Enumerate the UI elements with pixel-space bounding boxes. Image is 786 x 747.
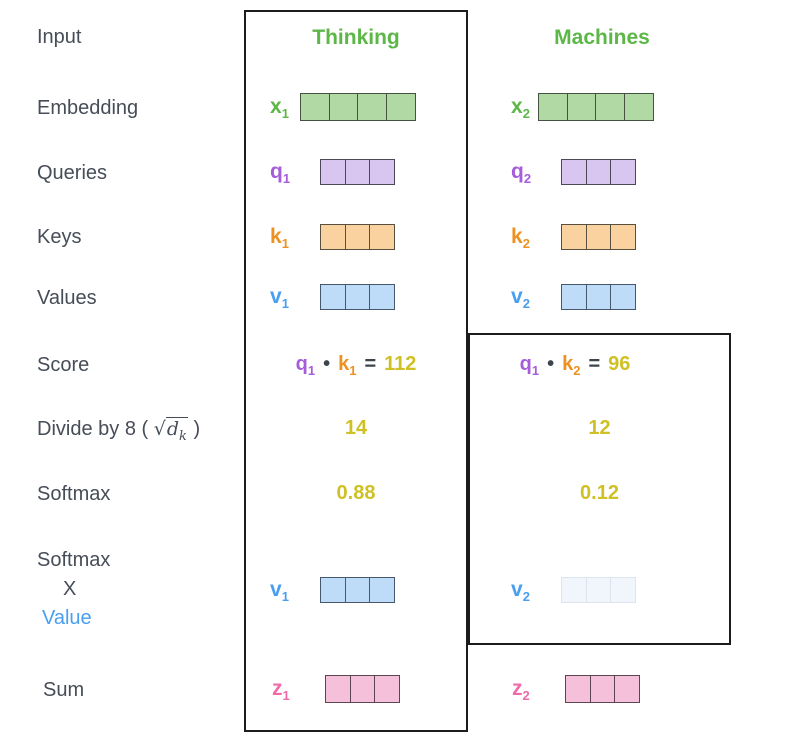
vector-cell	[538, 93, 568, 121]
equals-symbol: =	[364, 353, 377, 375]
score-value-machines: 96	[608, 353, 631, 375]
vector-cell	[328, 93, 359, 121]
dot-product-symbol: •	[323, 353, 331, 375]
vector-cell	[595, 93, 625, 121]
vector-cell	[610, 577, 636, 603]
vector-cell	[369, 577, 395, 603]
vector-cell	[585, 284, 612, 310]
score-k1-term: k1	[338, 353, 357, 378]
score-k2-term: k2	[562, 353, 581, 378]
vector-cell	[344, 577, 371, 603]
vector-cell	[369, 224, 395, 250]
row-label-softmax: Softmax	[37, 483, 111, 505]
vector-cell	[325, 675, 351, 703]
vector-cell	[561, 224, 587, 250]
column-header-machines: Machines	[554, 26, 650, 49]
softmax-value-thinking: 0.88	[336, 482, 376, 504]
vector-cell	[344, 159, 371, 185]
z1-output-vector	[325, 675, 400, 703]
k2-key-vector	[561, 224, 636, 250]
k1-key-vector	[320, 224, 395, 250]
vector-cell	[320, 284, 346, 310]
score-value-thinking: 112	[384, 353, 417, 375]
divided-score-thinking: 14	[344, 417, 368, 439]
vector-cell	[589, 675, 616, 703]
vector-cell	[374, 675, 400, 703]
equals-symbol: =	[588, 353, 601, 375]
vector-cell	[610, 224, 636, 250]
vector-cell	[561, 577, 587, 603]
vector-cell	[369, 284, 395, 310]
q2-query-vector	[561, 159, 636, 185]
vector-label-z1: z1	[272, 677, 290, 704]
row-label-queries: Queries	[37, 162, 108, 184]
vector-cell	[357, 93, 387, 121]
row-label-sum: Sum	[43, 679, 85, 701]
vector-cell	[561, 159, 587, 185]
vector-cell	[566, 93, 597, 121]
score-expression-thinking: q1 • k1 = 112	[244, 352, 468, 378]
vector-cell	[344, 224, 371, 250]
row-label-embedding: Embedding	[37, 97, 139, 119]
v2-weighted-vector-faded	[561, 577, 636, 603]
vector-cell	[561, 284, 587, 310]
score-outline-box	[468, 333, 731, 645]
column-header-thinking: Thinking	[312, 26, 400, 49]
q1-query-vector	[320, 159, 395, 185]
vector-cell	[585, 577, 612, 603]
vector-label-k2: k2	[511, 225, 530, 252]
vector-cell	[585, 224, 612, 250]
vector-label-x1: x1	[270, 95, 289, 122]
vector-cell	[614, 675, 640, 703]
divide-prefix: Divide by 8 (	[37, 418, 149, 440]
divide-suffix: )	[193, 418, 201, 440]
v1-value-vector	[320, 284, 395, 310]
sqrt-dk-formula: √dk	[153, 417, 188, 444]
row-label-softmax-x-value-line2: X	[63, 578, 77, 600]
vector-label-z2: z2	[512, 677, 530, 704]
v2-value-vector	[561, 284, 636, 310]
vector-cell	[349, 675, 376, 703]
vector-cell	[320, 577, 346, 603]
softmax-value-machines: 0.12	[580, 482, 619, 504]
row-label-input: Input	[37, 26, 82, 48]
vector-cell	[369, 159, 395, 185]
vector-label-x2: x2	[511, 95, 530, 122]
score-q1-term: q1	[295, 353, 316, 378]
score-q1-term: q1	[519, 353, 540, 378]
vector-cell	[300, 93, 330, 121]
z2-output-vector	[565, 675, 640, 703]
vector-label-v1: v1	[270, 285, 289, 312]
vector-cell	[623, 93, 654, 121]
vector-cell	[585, 159, 612, 185]
vector-cell	[385, 93, 416, 121]
vector-label-q1: q1	[270, 160, 291, 187]
vector-cell	[320, 224, 346, 250]
v1-weighted-vector	[320, 577, 395, 603]
score-expression-machines: q1 • k2 = 96	[460, 352, 690, 378]
dot-product-symbol: •	[547, 353, 555, 375]
x2-embedding-vector	[538, 93, 654, 121]
row-label-keys: Keys	[37, 226, 82, 248]
row-label-softmax-x-value-line1: Softmax	[37, 549, 111, 571]
x1-embedding-vector	[300, 93, 416, 121]
vector-cell	[610, 284, 636, 310]
row-label-divide: Divide by 8 ( √dk )	[37, 416, 201, 444]
vector-cell	[344, 284, 371, 310]
row-label-values: Values	[37, 287, 97, 309]
row-label-softmax-x-value-line3: Value	[42, 607, 92, 629]
vector-cell	[610, 159, 636, 185]
vector-label-v2: v2	[511, 285, 530, 312]
vector-label-v1-weighted: v1	[270, 578, 289, 605]
thinking-outline-box	[244, 10, 468, 732]
vector-label-q2: q2	[511, 160, 532, 187]
vector-cell	[320, 159, 346, 185]
row-label-score: Score	[37, 354, 90, 376]
vector-label-v2-weighted: v2	[511, 578, 530, 605]
vector-cell	[565, 675, 591, 703]
vector-label-k1: k1	[270, 225, 289, 252]
divided-score-machines: 12	[588, 417, 611, 439]
